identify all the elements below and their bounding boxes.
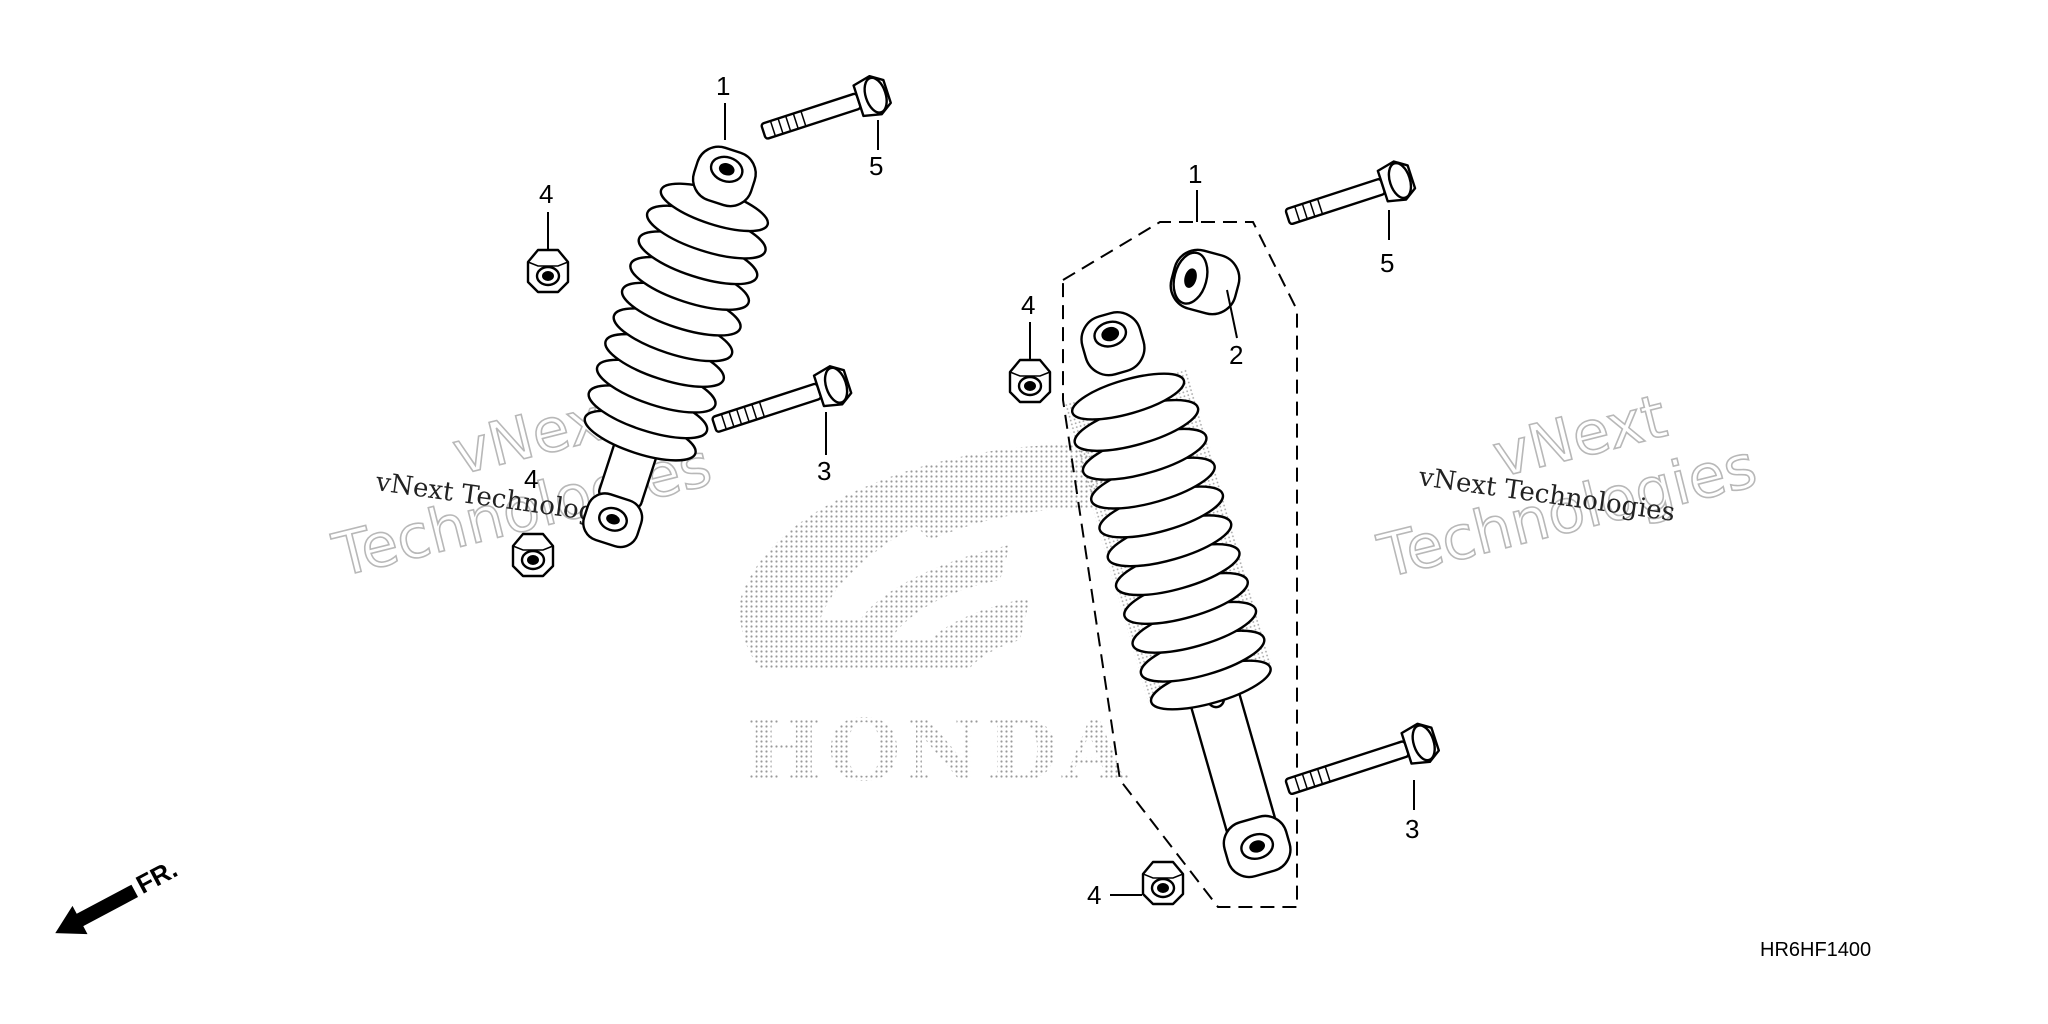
- callout-left-bolt-upper: 5: [869, 151, 883, 181]
- callout-left-bolt-lower: 3: [817, 456, 831, 486]
- callout-left-shock: 1: [716, 71, 730, 101]
- right-spring: [1062, 369, 1274, 711]
- callout-right-bolt-lower: 3: [1405, 814, 1419, 844]
- arrow-left-icon: [55, 884, 139, 935]
- callout-left-nut-upper: 4: [539, 179, 553, 209]
- callout-right-nut-lower: 4: [1087, 880, 1101, 910]
- left-upper-nut: [526, 248, 570, 294]
- honda-logo-text: HONDA: [744, 701, 1131, 800]
- left-spring: [583, 182, 770, 462]
- callout-right-bolt-upper: 5: [1380, 248, 1394, 278]
- honda-wing-logo: HONDA: [739, 445, 1131, 800]
- assembly-outline: [1062, 221, 1298, 908]
- left-lower-bolt: [711, 365, 853, 433]
- callout-left-nut-lower: 4: [524, 464, 538, 494]
- callout-right-shock: 1: [1188, 159, 1202, 189]
- left-upper-bolt: [760, 74, 892, 140]
- right-upper-nut: [1008, 358, 1052, 404]
- callout-right-nut-upper: 4: [1021, 290, 1035, 320]
- right-bushing: [1169, 248, 1241, 316]
- left-shock-absorber: [582, 145, 770, 549]
- diagram-code: HR6HF1400: [1760, 939, 1871, 961]
- right-lower-bolt: [1284, 722, 1441, 796]
- right-shock-absorber: [1062, 311, 1292, 879]
- right-upper-bolt: [1284, 160, 1417, 226]
- callout-right-bushing: 2: [1229, 340, 1243, 370]
- front-label: FR.: [131, 854, 182, 900]
- front-direction-indicator: FR.: [55, 854, 182, 935]
- right-lower-nut: [1141, 860, 1185, 906]
- left-lower-nut: [511, 532, 555, 578]
- watermark-right: vNext Technologies: [1371, 381, 1764, 594]
